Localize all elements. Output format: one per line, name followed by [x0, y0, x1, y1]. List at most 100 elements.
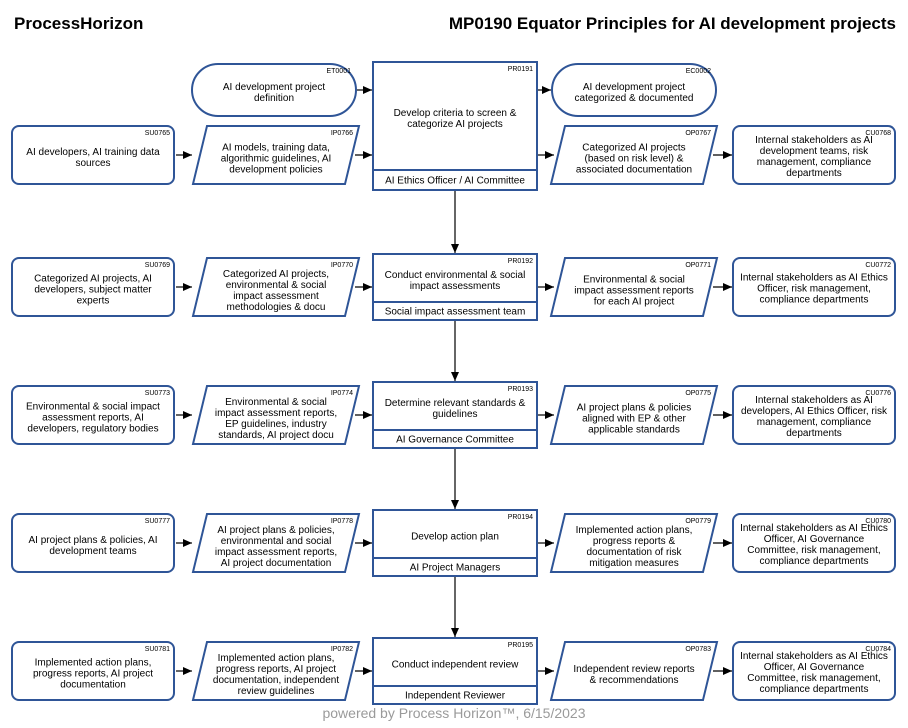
- input-code: IP0766: [331, 130, 353, 137]
- process-code: PR0192: [508, 258, 533, 265]
- customer-shape: [732, 385, 896, 445]
- supplier-code: SU0765: [145, 130, 170, 137]
- input-shape: [191, 641, 361, 701]
- output-label: Independent review reports& recommendati…: [573, 664, 694, 686]
- input-label: Categorized AI projects,environmental & …: [223, 269, 329, 313]
- page-title: MP0190 Equator Principles for AI develop…: [448, 14, 896, 33]
- supplier-code: SU0781: [145, 646, 170, 653]
- output-label: Categorized AI projects(based on risk le…: [576, 143, 692, 176]
- brand-title: ProcessHorizon: [14, 14, 144, 33]
- input-shape: [191, 125, 361, 185]
- process-label: Determine relevant standards &guidelines: [385, 398, 526, 420]
- input-box: IP0766 AI models, training data,algorithm…: [191, 125, 361, 185]
- process-shape: [372, 509, 538, 577]
- input-label: AI project plans & policies,environmenta…: [215, 525, 337, 569]
- supplier-shape: [11, 385, 175, 445]
- supplier-shape: [11, 257, 175, 317]
- customer-shape: [732, 513, 896, 573]
- process-label: Develop criteria to screen &categorize A…: [394, 108, 517, 130]
- supplier-shape: [11, 125, 175, 185]
- customer-shape: [732, 125, 896, 185]
- output-code: OP0783: [685, 646, 711, 653]
- customer-shape: [732, 257, 896, 317]
- input-code: IP0782: [331, 646, 353, 653]
- input-label: Implemented action plans,progress report…: [213, 653, 339, 697]
- input-code: IP0774: [331, 390, 353, 397]
- process-shape: [372, 61, 538, 191]
- input-shape: [191, 257, 361, 317]
- customer-code: CU0780: [865, 518, 891, 525]
- input-code: IP0770: [331, 262, 353, 269]
- end-event-code: EC0002: [686, 68, 711, 75]
- process-code: PR0191: [508, 66, 533, 73]
- process-label: Develop action plan: [411, 532, 499, 543]
- supplier-code: SU0773: [145, 390, 170, 397]
- supplier-code: SU0777: [145, 518, 170, 525]
- process-role: Independent Reviewer: [405, 691, 506, 702]
- end-event-shape: [551, 63, 717, 117]
- input-code: IP0778: [331, 518, 353, 525]
- customer-shape: [732, 641, 896, 701]
- process-role: AI Project Managers: [410, 563, 501, 574]
- process-code: PR0194: [508, 514, 533, 521]
- output-shape: [549, 385, 719, 445]
- output-code: OP0771: [685, 262, 711, 269]
- supplier-shape: [11, 513, 175, 573]
- process-code: PR0195: [508, 642, 533, 649]
- supplier-shape: [11, 641, 175, 701]
- process-shape: [372, 381, 538, 449]
- process-label: Conduct independent review: [392, 660, 520, 671]
- input-label: AI models, training data,algorithmic gui…: [221, 143, 332, 176]
- process-shape: [372, 253, 538, 321]
- supplier-label: Implemented action plans,progress report…: [33, 658, 153, 691]
- customer-code: CU0776: [865, 390, 891, 397]
- supplier-code: SU0769: [145, 262, 170, 269]
- process-code: PR0193: [508, 386, 533, 393]
- footer-credit: powered by Process Horizon™, 6/15/2023: [322, 705, 586, 721]
- output-shape: [549, 513, 719, 573]
- process-role: AI Governance Committee: [396, 435, 514, 446]
- output-shape: [549, 257, 719, 317]
- output-label: Implemented action plans,progress report…: [576, 525, 693, 569]
- customer-code: CU0768: [865, 130, 891, 137]
- output-code: OP0767: [685, 130, 711, 137]
- process-role: AI Ethics Officer / AI Committee: [385, 176, 525, 187]
- customer-code: CU0772: [865, 262, 891, 269]
- input-shape: [191, 513, 361, 573]
